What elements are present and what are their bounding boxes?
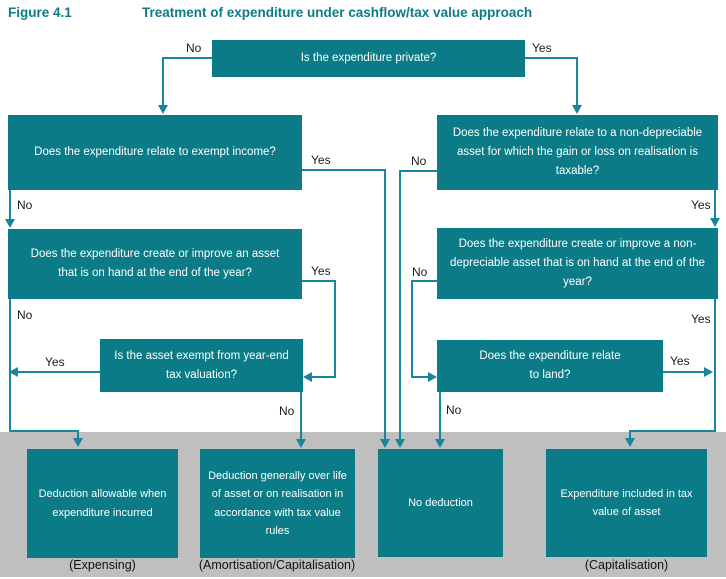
arrowhead-left bbox=[303, 372, 312, 382]
caption-expensing: (Expensing) bbox=[69, 558, 136, 572]
connector-segment bbox=[629, 430, 715, 432]
edge-label-asset-on-hand-no: No bbox=[17, 308, 33, 322]
connector-segment bbox=[629, 430, 631, 440]
connector-segment bbox=[412, 280, 437, 282]
connector-segment bbox=[18, 371, 100, 373]
edge-label-exempt-income-yes: Yes bbox=[311, 153, 331, 167]
arrowhead-down bbox=[158, 105, 168, 114]
decision-text-exempt-income: Does the expenditure relate to exempt in… bbox=[34, 146, 276, 159]
connector-segment bbox=[400, 170, 437, 172]
connector-segment bbox=[525, 57, 577, 59]
outcome-box-amortisation: Deduction generally over life of asset o… bbox=[200, 449, 355, 558]
connector-segment bbox=[9, 299, 11, 432]
edge-label-exempt-valuation-yes: Yes bbox=[45, 355, 65, 369]
connector-segment bbox=[399, 170, 401, 441]
edge-label-private-no: No bbox=[186, 41, 202, 55]
arrowhead-down bbox=[625, 438, 635, 447]
connector-segment bbox=[312, 376, 336, 378]
figure-title: Treatment of expenditure under cashflow/… bbox=[142, 5, 533, 20]
caption-amortisation: (Amortisation/Capitalisation) bbox=[198, 558, 356, 572]
outcome-text-expensing: Deduction allowable when expenditure inc… bbox=[38, 488, 167, 519]
arrowhead-down bbox=[395, 439, 405, 448]
decision-box-nondep-on-hand: Does the expenditure create or improve a… bbox=[437, 228, 718, 299]
decision-box-land: Does the expenditure relate to land? bbox=[437, 340, 663, 392]
arrowhead-down bbox=[5, 219, 15, 228]
outcome-text-no-deduction: No deduction bbox=[408, 496, 473, 509]
decision-text-private: Is the expenditure private? bbox=[300, 52, 437, 65]
edge-label-exempt-income-no: No bbox=[17, 198, 33, 212]
arrowhead-down bbox=[380, 439, 390, 448]
decision-box-private: Is the expenditure private? bbox=[212, 40, 525, 77]
connector-segment bbox=[300, 392, 302, 440]
decision-text-land: Does the expenditure relate to land? bbox=[479, 350, 621, 381]
arrowhead-down bbox=[296, 439, 306, 448]
connector-segment bbox=[384, 169, 386, 441]
connector-segment bbox=[576, 57, 578, 106]
connector-segment bbox=[9, 430, 79, 432]
edge-label-nondep-taxable-no: No bbox=[411, 154, 427, 168]
decision-box-exempt-income: Does the expenditure relate to exempt in… bbox=[8, 115, 302, 190]
outcome-box-capitalisation: Expenditure included in tax value of ass… bbox=[546, 449, 707, 557]
connector-segment bbox=[411, 280, 413, 378]
edge-label-nondep-on-hand-no: No bbox=[412, 265, 428, 279]
outcome-text-capitalisation: Expenditure included in tax value of ass… bbox=[560, 487, 693, 518]
arrowhead-right bbox=[428, 372, 437, 382]
connector-segment bbox=[162, 57, 164, 106]
edge-label-land-yes: Yes bbox=[670, 354, 690, 368]
decision-text-nondep-taxable: Does the expenditure relate to a non-dep… bbox=[452, 127, 703, 177]
edge-label-asset-on-hand-yes: Yes bbox=[311, 264, 331, 278]
edge-label-private-yes: Yes bbox=[532, 41, 552, 55]
arrowhead-left bbox=[9, 367, 18, 377]
connector-segment bbox=[302, 280, 336, 282]
figure-label: Figure 4.1 bbox=[8, 5, 72, 20]
decision-text-nondep-on-hand: Does the expenditure create or improve a… bbox=[449, 238, 706, 288]
connector-segment bbox=[663, 371, 705, 373]
edge-label-nondep-on-hand-yes: Yes bbox=[691, 312, 711, 326]
connector-segment bbox=[334, 280, 336, 378]
decision-text-exempt-valuation: Is the asset exempt from year-end tax va… bbox=[114, 349, 289, 381]
arrowhead-right bbox=[704, 367, 713, 377]
decision-text-asset-on-hand: Does the expenditure create or improve a… bbox=[30, 248, 280, 279]
caption-capitalisation: (Capitalisation) bbox=[584, 558, 669, 572]
connector-segment bbox=[411, 376, 429, 378]
connector-segment bbox=[9, 190, 11, 220]
outcome-box-expensing: Deduction allowable when expenditure inc… bbox=[27, 449, 178, 558]
edge-label-exempt-valuation-no: No bbox=[279, 404, 295, 418]
connector-segment bbox=[302, 169, 386, 171]
decision-box-nondep-taxable: Does the expenditure relate to a non-dep… bbox=[437, 115, 718, 190]
connector-segment bbox=[714, 190, 716, 219]
connector-segment bbox=[77, 430, 79, 440]
arrowhead-down bbox=[572, 105, 582, 114]
connector-segment bbox=[163, 57, 212, 59]
edge-label-nondep-taxable-yes: Yes bbox=[691, 198, 711, 212]
arrowhead-down bbox=[435, 439, 445, 448]
arrowhead-down bbox=[710, 218, 720, 227]
arrowhead-down bbox=[73, 438, 83, 447]
edge-label-land-no: No bbox=[446, 403, 462, 417]
decision-box-asset-on-hand: Does the expenditure create or improve a… bbox=[8, 229, 302, 299]
decision-box-exempt-valuation: Is the asset exempt from year-end tax va… bbox=[100, 339, 303, 392]
outcome-box-no-deduction: No deduction bbox=[378, 449, 503, 557]
connector-segment bbox=[714, 299, 716, 432]
connector-segment bbox=[439, 392, 441, 440]
outcome-text-amortisation: Deduction generally over life of asset o… bbox=[208, 470, 347, 537]
